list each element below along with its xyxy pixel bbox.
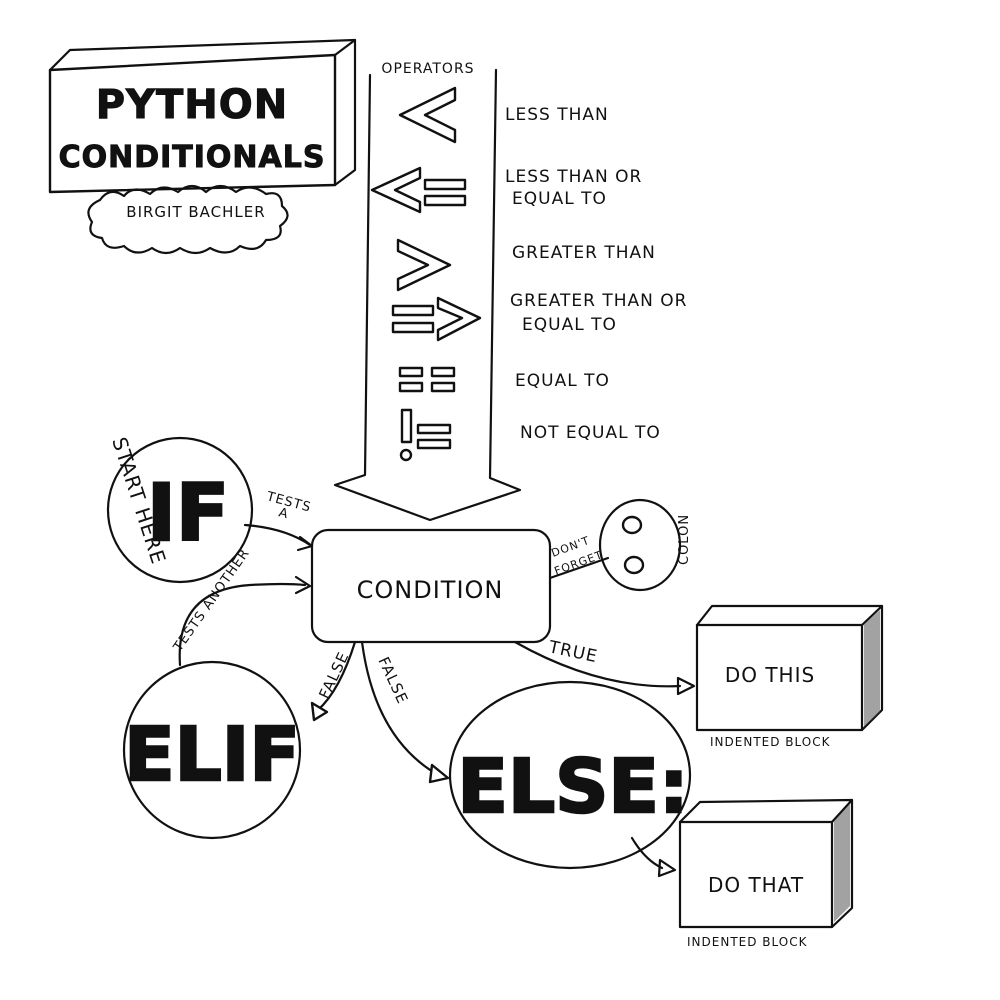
false-else-edge: FALSE xyxy=(360,640,450,784)
elif-label: ELIF xyxy=(124,712,300,798)
operator-label-equal: EQUAL TO xyxy=(515,371,610,391)
operator-labels: LESS THAN LESS THAN OR EQUAL TO GREATER … xyxy=(505,105,688,443)
do-this-block: DO THIS INDENTED BLOCK xyxy=(695,604,884,749)
operator-label-less-than: LESS THAN xyxy=(505,105,609,125)
operator-not-equal-symbol xyxy=(399,408,452,462)
operators-header: OPERATORS xyxy=(381,61,474,77)
title-line2: CONDITIONALS xyxy=(59,140,326,175)
else-label: ELSE: xyxy=(457,744,688,830)
operators-arrow: OPERATORS xyxy=(333,61,522,522)
operator-greater-equal-symbol xyxy=(391,296,482,342)
true-label: TRUE xyxy=(546,637,599,667)
false-elif-edge: FALSE xyxy=(310,640,357,722)
if-node: IF xyxy=(106,436,254,584)
operator-label-less-equal-1: LESS THAN OR xyxy=(505,167,642,187)
do-that-block: DO THAT INDENTED BLOCK xyxy=(678,798,854,949)
author-name: BIRGIT BACHLER xyxy=(126,203,265,221)
false-else-label: FALSE xyxy=(374,654,411,707)
operator-label-greater-than: GREATER THAN xyxy=(512,243,656,263)
do-that-label: DO THAT xyxy=(708,873,804,897)
if-label: IF xyxy=(147,469,229,559)
condition-label: CONDITION xyxy=(357,576,504,604)
tests-another-edge: TESTS ANOTHER xyxy=(170,546,312,667)
title-line1: PYTHON xyxy=(96,82,289,128)
operator-less-than-symbol xyxy=(398,86,457,144)
operator-label-not-equal: NOT EQUAL TO xyxy=(520,423,661,443)
do-this-indented-label: INDENTED BLOCK xyxy=(710,735,831,749)
do-that-indented-label: INDENTED BLOCK xyxy=(687,935,808,949)
author-cloud: BIRGIT BACHLER xyxy=(87,184,289,255)
operator-label-greater-equal-2: EQUAL TO xyxy=(522,315,617,335)
title-box: PYTHON CONDITIONALS xyxy=(48,38,357,194)
colon-label: COLON xyxy=(677,514,692,565)
tests-another-label: TESTS ANOTHER xyxy=(170,546,253,655)
operator-label-greater-equal-1: GREATER THAN OR xyxy=(510,291,688,311)
do-this-label: DO THIS xyxy=(725,663,815,687)
elif-node: ELIF xyxy=(123,660,301,840)
operator-equal-symbol xyxy=(398,366,456,393)
false-elif-label: FALSE xyxy=(315,649,352,702)
condition-node: CONDITION xyxy=(310,528,552,644)
operator-greater-than-symbol xyxy=(396,238,452,292)
else-node: ELSE: xyxy=(448,680,692,870)
else-to-do-that-edge xyxy=(630,836,677,878)
tests-a-edge: TESTS A xyxy=(243,489,314,552)
tests-a-line2: A xyxy=(277,505,290,522)
colon-reminder: DON'T FORGET COLON xyxy=(548,498,692,592)
operator-less-equal-symbol xyxy=(370,166,467,214)
operator-label-less-equal-2: EQUAL TO xyxy=(512,189,607,209)
